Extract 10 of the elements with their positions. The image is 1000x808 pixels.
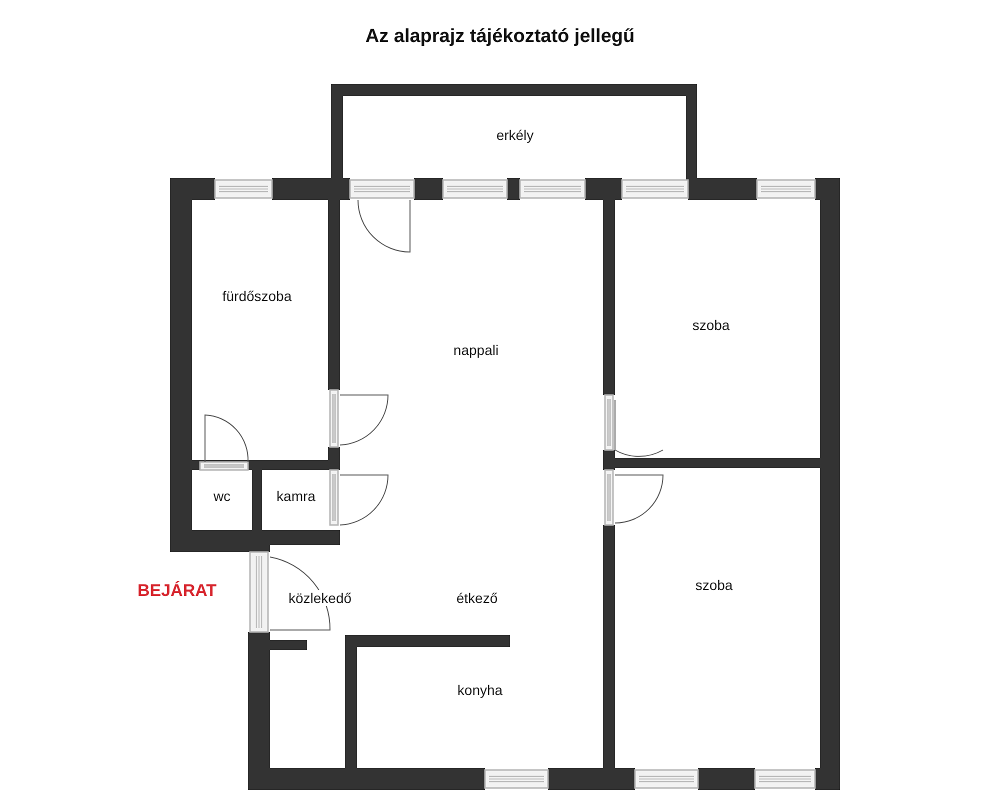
room-label: kamra — [274, 488, 318, 504]
room-label: nappali — [451, 342, 501, 358]
room-label: fürdőszoba — [220, 288, 294, 304]
room-label: konyha — [455, 682, 505, 698]
room-label: közlekedő — [286, 590, 354, 606]
room-label: erkély — [494, 127, 536, 143]
room-label: étkező — [454, 590, 500, 606]
room-label: szoba — [693, 577, 735, 593]
plan-title: Az alaprajz tájékoztató jellegű — [365, 26, 635, 48]
room-label: szoba — [690, 317, 732, 333]
